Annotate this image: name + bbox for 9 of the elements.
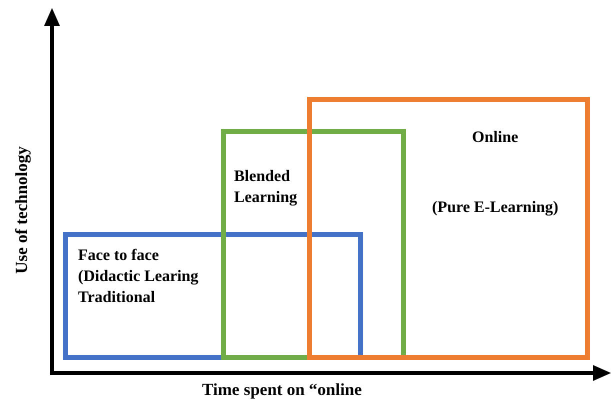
rectangle-region	[307, 97, 590, 360]
region-label: Blended Learning	[234, 167, 298, 208]
rectangle-region	[63, 232, 363, 360]
axis-title: Time spent on “online	[202, 380, 362, 400]
region-label: Online	[472, 128, 520, 148]
region-label: Face to face (Didactic Learing Traditional	[78, 246, 200, 308]
rectangle-region	[221, 129, 406, 360]
axis-title: Use of technology	[12, 146, 32, 274]
region-label: (Pure E-Learning)	[432, 198, 560, 218]
